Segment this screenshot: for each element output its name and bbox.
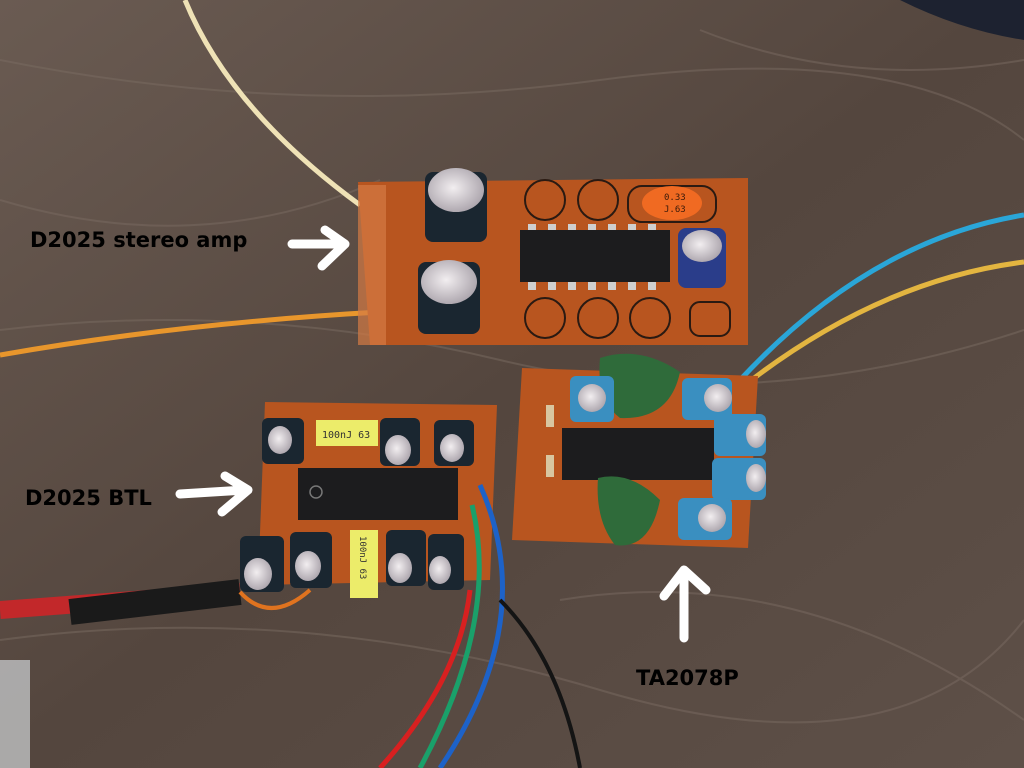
yellow-capacitor	[350, 530, 378, 598]
resistor	[546, 455, 554, 477]
wood-grain	[0, 29, 1024, 724]
green-wire	[417, 504, 482, 768]
cap-marking: 100nJ 63	[357, 536, 367, 579]
ta2078p-board	[512, 353, 766, 548]
heat-shrink	[68, 579, 242, 625]
label-ta2078p: TA2078P	[636, 666, 739, 690]
green-capacitor	[597, 476, 660, 546]
label-d2025-stereo-amp: D2025 stereo amp	[30, 228, 248, 252]
white-object	[0, 660, 30, 768]
resistor	[546, 405, 554, 427]
label-d2025-btl: D2025 BTL	[25, 486, 152, 510]
red-wire	[378, 589, 473, 768]
cap-marking: J.63	[664, 205, 686, 215]
yellow-wire	[743, 259, 1024, 387]
stereo-amp-board: 0.33 J.63	[358, 168, 748, 345]
blue-wire	[738, 212, 1024, 382]
orange-capacitor	[642, 186, 702, 220]
ic-chip	[298, 468, 458, 520]
yellow-capacitor	[316, 420, 378, 446]
white-wire	[182, 0, 362, 208]
annotation-arrows	[175, 225, 711, 643]
btl-board: 100nJ 63 100nJ 63	[240, 402, 497, 598]
green-capacitor	[599, 353, 680, 419]
black-wire	[498, 598, 582, 768]
cap-marking: 0.33	[664, 193, 686, 203]
cap-marking: 100nJ 63	[322, 430, 370, 441]
dark-object	[900, 0, 1024, 40]
blue-signal-wire	[437, 483, 505, 768]
ic-chip	[562, 428, 714, 480]
ic-chip	[520, 230, 670, 282]
